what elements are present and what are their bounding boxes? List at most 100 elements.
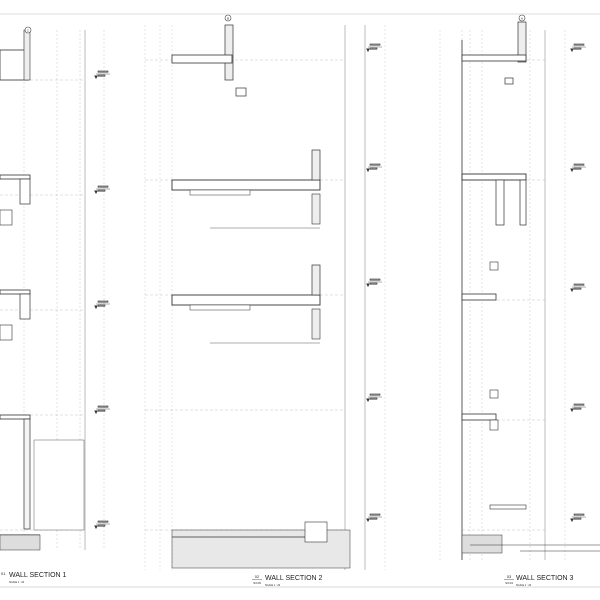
roof-slab xyxy=(461,54,527,62)
slab-drop xyxy=(189,189,251,196)
level-marker-icon xyxy=(570,48,574,53)
level-marker-icon xyxy=(94,190,98,195)
brick-wall xyxy=(517,21,527,63)
level-label xyxy=(369,278,381,281)
level-label xyxy=(369,397,378,400)
level-label xyxy=(573,407,582,410)
section-scale: SCALE 1 : 20 xyxy=(516,584,532,587)
level-label xyxy=(369,393,381,396)
level-label xyxy=(573,43,585,46)
brick-wall xyxy=(224,24,234,81)
level-marker-icon xyxy=(94,525,98,530)
lintel xyxy=(489,389,499,399)
level-marker-icon xyxy=(570,288,574,293)
floor-slab xyxy=(0,414,31,420)
brick-wall xyxy=(311,264,321,296)
column xyxy=(519,179,527,226)
level-label xyxy=(573,163,585,166)
section-number: 03 xyxy=(507,574,512,579)
foundation-detail xyxy=(304,521,328,543)
level-marker-icon xyxy=(366,518,370,523)
section-scale: SCALE 1 : 20 xyxy=(9,581,25,584)
level-label xyxy=(573,283,585,286)
lintel xyxy=(504,77,514,85)
level-label xyxy=(369,163,381,166)
level-label xyxy=(97,300,109,303)
brick-wall xyxy=(311,193,321,225)
floor-slab xyxy=(171,294,321,306)
wall xyxy=(23,418,31,530)
level-marker-icon xyxy=(570,168,574,173)
floor-slab xyxy=(461,293,497,301)
foundation xyxy=(461,534,503,554)
floor-slab xyxy=(461,413,497,421)
grid-bubble-label: B xyxy=(227,17,229,21)
window-sill xyxy=(489,504,527,510)
parapet xyxy=(0,49,29,81)
grid-bubble-label: C xyxy=(27,29,30,33)
level-label xyxy=(97,405,109,408)
level-label xyxy=(369,47,378,50)
lintel xyxy=(235,87,247,97)
beam xyxy=(19,178,31,205)
grid-bubble-3 xyxy=(518,14,526,22)
floor-slab xyxy=(171,179,321,191)
level-label xyxy=(369,513,381,516)
brick-wall xyxy=(311,308,321,340)
section-number: 02 xyxy=(255,574,260,579)
section-title: WALL SECTION 3 xyxy=(516,575,574,582)
section-title: WALL SECTION 2 xyxy=(265,575,323,582)
beam xyxy=(19,293,31,320)
section-title: WALL SECTION 1 xyxy=(9,572,67,579)
section-sheet-ref: S3.06 xyxy=(253,581,261,585)
level-label xyxy=(369,517,378,520)
level-label xyxy=(573,403,585,406)
grid-bubble-label: A xyxy=(521,17,523,21)
grid-bubble-2 xyxy=(224,14,232,22)
level-label xyxy=(97,185,109,188)
brick-wall xyxy=(311,149,321,181)
section-number: 01 xyxy=(1,571,6,576)
level-label xyxy=(97,70,109,73)
floor-slab xyxy=(0,289,31,295)
title-block-section-2: 02 S3.06 WALL SECTION 2 SCALE 1 : 20 xyxy=(252,574,323,587)
level-label xyxy=(97,409,106,412)
lintel xyxy=(489,261,499,271)
column xyxy=(495,179,505,226)
title-block-section-3: 03 S3.04 WALL SECTION 3 SCALE 1 : 20 xyxy=(504,574,574,587)
level-label xyxy=(97,304,106,307)
level-label xyxy=(573,517,582,520)
level-label xyxy=(369,167,378,170)
level-label xyxy=(573,47,582,50)
level-marker-icon xyxy=(94,410,98,415)
level-label xyxy=(97,74,106,77)
section-scale: SCALE 1 : 20 xyxy=(265,584,281,587)
grid-bubble-1 xyxy=(24,26,32,34)
level-label xyxy=(97,189,106,192)
window-head xyxy=(0,209,13,226)
floor-slab xyxy=(461,173,527,181)
level-marker-icon xyxy=(366,48,370,53)
floor-slab xyxy=(0,174,31,180)
level-marker-icon xyxy=(366,398,370,403)
beam xyxy=(489,419,499,431)
level-marker-icon xyxy=(94,75,98,80)
slab-drop xyxy=(189,304,251,311)
level-label xyxy=(369,282,378,285)
infill xyxy=(33,439,85,531)
level-label xyxy=(573,513,585,516)
level-label xyxy=(97,520,109,523)
level-marker-icon xyxy=(94,305,98,310)
level-label xyxy=(369,43,381,46)
level-marker-icon xyxy=(366,168,370,173)
brick-wall xyxy=(23,29,31,81)
title-block-section-1: 01 WALL SECTION 1 SCALE 1 : 20 xyxy=(1,571,67,584)
foundation xyxy=(0,534,41,551)
window-head xyxy=(0,324,13,341)
level-marker-icon xyxy=(570,408,574,413)
roof-slab xyxy=(171,54,233,64)
level-marker-icon xyxy=(366,283,370,288)
level-label xyxy=(573,167,582,170)
level-label xyxy=(573,287,582,290)
